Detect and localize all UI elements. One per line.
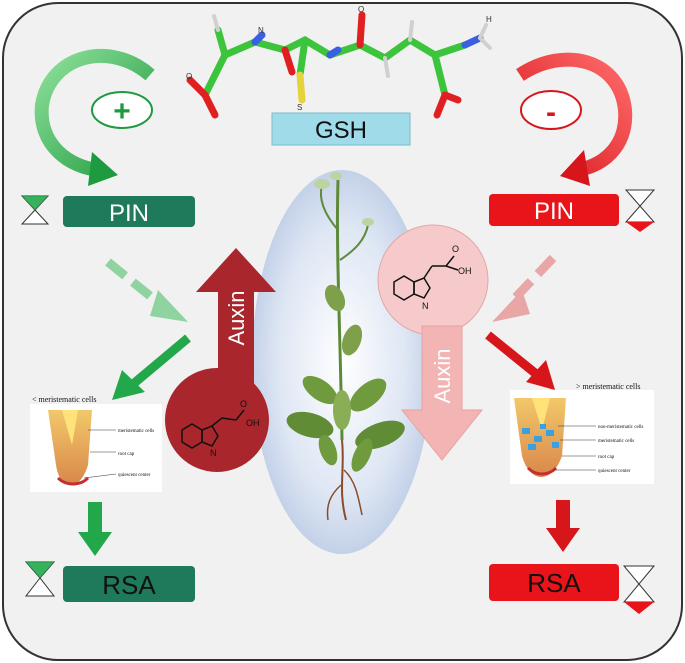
rsa-box-right: RSA <box>489 564 619 601</box>
positive-feedback-arrow <box>34 48 155 186</box>
auxin-right-oh: OH <box>458 266 472 276</box>
root-label-nonmeristematic-right: non-meristematic cells <box>598 425 643 430</box>
atom-s: S <box>297 103 302 112</box>
pin-label-left: PIN <box>109 200 149 227</box>
green-arrow-to-root-left <box>112 334 191 400</box>
red-arrow-to-rsa <box>546 500 580 552</box>
root-label-rootcap-left: root cap <box>118 452 135 457</box>
rsa-label-right: RSA <box>527 568 581 598</box>
cells-note-right: > meristematic cells <box>576 382 641 391</box>
negative-feedback-arrow <box>516 52 633 186</box>
auxin-left-o: O <box>240 399 247 409</box>
auxin-molecule-right: OH O N <box>377 224 489 336</box>
hourglass-icon-right-pin <box>624 189 656 232</box>
auxin-up-arrow: Auxin <box>196 248 276 390</box>
plus-sign: + <box>113 95 131 128</box>
green-arrow-to-rsa <box>78 502 112 556</box>
pin-box-right: PIN <box>489 194 619 226</box>
auxin-label-right: Auxin <box>430 348 455 403</box>
dashed-arrow-left <box>105 258 188 322</box>
dashed-arrow-right <box>492 254 557 322</box>
atom-o-1: O <box>186 72 192 81</box>
rsa-label-left: RSA <box>102 570 156 600</box>
atom-o-2: O <box>358 5 364 14</box>
auxin-left-n: N <box>210 448 217 458</box>
plant-illustration <box>286 172 405 521</box>
root-tip-right: > meristematic cells non-meristematic ce… <box>510 382 654 484</box>
gsh-label: GSH <box>315 117 367 144</box>
auxin-label-left: Auxin <box>224 290 249 345</box>
gsh-molecule: O O N S H <box>186 5 492 119</box>
hourglass-icon-left-rsa <box>24 561 56 597</box>
pin-label-right: PIN <box>534 198 574 225</box>
root-label-quiescent-left: quiescent center <box>118 473 151 478</box>
pin-box-left: PIN <box>63 196 195 227</box>
auxin-right-o: O <box>452 244 459 254</box>
hourglass-icon-right-rsa <box>622 565 656 614</box>
auxin-down-arrow: Auxin <box>400 325 484 461</box>
auxin-left-oh: OH <box>246 418 260 428</box>
atom-h-1: H <box>486 15 492 24</box>
rsa-box-left: RSA <box>63 566 195 602</box>
gsh-label-box: GSH <box>271 112 411 146</box>
plus-sign-badge: + <box>91 91 153 129</box>
root-label-rootcap-right: root cap <box>598 455 615 460</box>
auxin-right-n: N <box>422 301 429 311</box>
root-tip-left: < meristematic cells meristematic cells … <box>30 395 162 492</box>
minus-sign-badge: - <box>520 90 582 130</box>
root-label-meristematic-right: meristematic cells <box>598 439 634 444</box>
minus-sign: - <box>546 96 556 129</box>
cells-note-left: < meristematic cells <box>32 395 97 404</box>
auxin-molecule-left: OH O N <box>165 368 269 472</box>
atom-n-1: N <box>258 26 264 35</box>
root-label-meristematic-left: meristematic cells <box>118 429 154 434</box>
root-label-quiescent-right: quiescent center <box>598 469 631 474</box>
red-arrow-to-root-right <box>485 331 555 390</box>
hourglass-icon-left-pin <box>20 195 50 225</box>
